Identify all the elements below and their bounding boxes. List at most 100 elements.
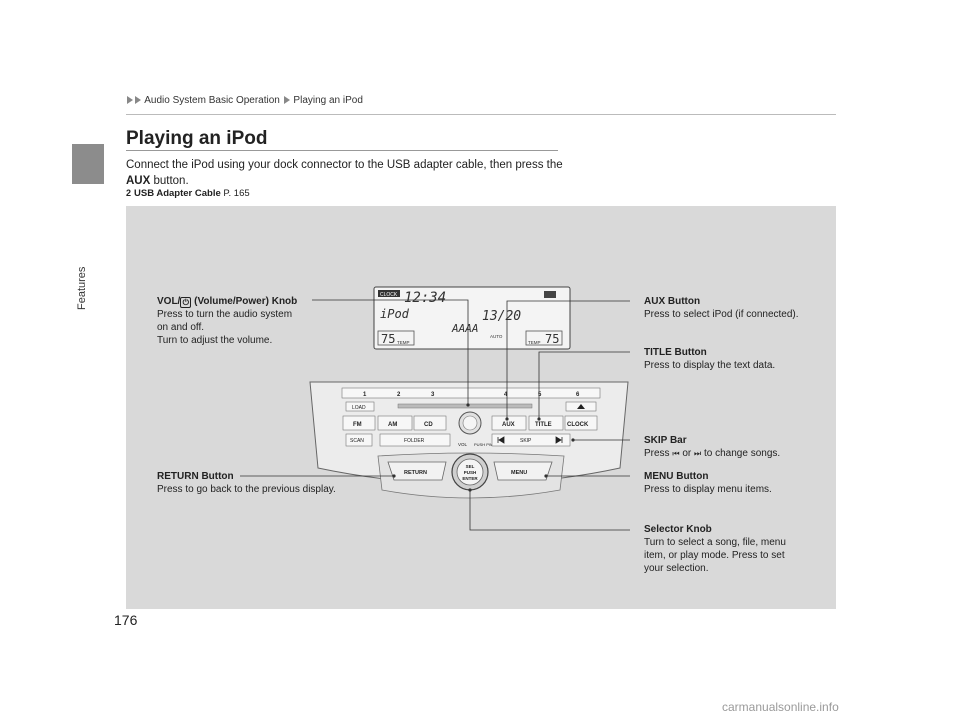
load-button[interactable]	[345, 401, 375, 412]
preset-2-button[interactable]: 2	[397, 392, 401, 398]
callout-aux-button: AUX Button Press to select iPod (if conn…	[644, 295, 829, 321]
am-button[interactable]	[377, 415, 413, 431]
selector-knob-cap	[456, 458, 484, 486]
temp-left-label: TEMP	[397, 340, 410, 345]
temp-right-box	[525, 330, 563, 346]
auto-label: AUTO	[490, 334, 503, 339]
clock-tag-bg	[378, 290, 400, 297]
menu-button[interactable]	[493, 461, 553, 481]
folder-bar[interactable]	[379, 433, 451, 447]
display-indicator-icon	[544, 291, 556, 298]
preset-5-button[interactable]: 5	[538, 392, 542, 398]
callout-title: Selector Knob	[644, 524, 712, 535]
watermark: carmanualsonline.info	[722, 700, 839, 714]
cd-button[interactable]	[413, 415, 447, 431]
skip-back-icon	[497, 436, 505, 444]
clock-tag: CLOCK	[380, 292, 398, 298]
display-track: 13/20	[482, 309, 521, 324]
callout-title: AUX Button	[644, 296, 701, 307]
title-rule	[126, 150, 558, 151]
callout-title: RETURN Button	[157, 471, 234, 482]
intro-button-word: AUX	[126, 175, 151, 187]
load-label: LOAD	[352, 405, 366, 411]
preset-1-button[interactable]: 1	[363, 392, 367, 398]
skip-back-icon: ⏮	[672, 449, 680, 458]
callout-line: on and off.	[157, 322, 205, 333]
intro-text: Connect the iPod using your dock connect…	[126, 159, 563, 171]
pwr-label: PUSH PWR	[474, 442, 496, 447]
callout-menu-button: MENU Button Press to display menu items.	[644, 470, 829, 496]
callout-line: Press to turn the audio system	[157, 309, 293, 320]
preset-6-button[interactable]: 6	[576, 392, 580, 398]
breadcrumb-item[interactable]: Playing an iPod	[293, 95, 363, 106]
callout-line: Press ⏮ or ⏭ to change songs.	[644, 447, 829, 460]
page-title: Playing an iPod	[126, 128, 268, 149]
temp-right: 75	[545, 332, 559, 346]
intro-text-end: button.	[153, 175, 189, 187]
callout-line: item, or play mode. Press to set	[644, 550, 785, 561]
reference-arrow-icon: 2	[126, 188, 132, 198]
callout-line: Press to display menu items.	[644, 484, 772, 495]
breadcrumb-item[interactable]: Audio System Basic Operation	[144, 95, 280, 106]
disc-slot	[397, 403, 533, 409]
temp-right-label: TEMP	[528, 340, 541, 345]
callout-title: TITLE Button	[644, 347, 707, 358]
vol-label: VOL	[458, 442, 468, 447]
scan-button[interactable]	[345, 433, 373, 447]
callout-line: Press to display the text data.	[644, 360, 776, 371]
callout-text: Press	[644, 448, 670, 459]
temp-left-box	[377, 330, 415, 346]
skip-label: SKIP	[520, 438, 532, 444]
callout-line: Turn to adjust the volume.	[157, 335, 273, 346]
header-rule	[126, 114, 836, 115]
skip-forward-icon: ⏭	[694, 449, 702, 458]
aux-button[interactable]	[491, 415, 527, 431]
display-time: 12:34	[404, 290, 446, 306]
scan-label: SCAN	[350, 438, 364, 444]
title-label: TITLE	[535, 422, 552, 428]
intro-paragraph: Connect the iPod using your dock connect…	[126, 157, 566, 189]
preset-4-button[interactable]: 4	[504, 392, 508, 398]
skip-forward-icon	[555, 436, 563, 444]
callout-line: your selection.	[644, 563, 709, 574]
skip-bar[interactable]	[491, 433, 571, 447]
callout-selector-knob: Selector Knob Turn to select a song, fil…	[644, 523, 829, 575]
fm-button[interactable]	[342, 415, 376, 431]
display-source: iPod	[380, 307, 410, 321]
callout-volume-knob: VOL/⏻ (Volume/Power) Knob Press to turn …	[157, 295, 327, 347]
preset-3-button[interactable]: 3	[431, 392, 435, 398]
clock-button[interactable]	[564, 415, 598, 431]
preset-strip	[341, 387, 601, 399]
fm-label: FM	[353, 422, 362, 428]
display-song: AAAA	[451, 322, 479, 335]
callout-text: or	[682, 448, 692, 459]
menu-label: MENU	[511, 470, 527, 476]
return-label: RETURN	[404, 470, 427, 476]
callout-title: VOL/⏻ (Volume/Power) Knob	[157, 296, 298, 308]
callout-text: to change songs.	[704, 448, 781, 459]
callout-title: SKIP Bar	[644, 435, 687, 446]
leader-lines	[240, 299, 630, 531]
cd-label: CD	[424, 422, 433, 428]
xref-page: P. 165	[223, 188, 250, 199]
return-button[interactable]	[387, 461, 447, 481]
xref-label: USB Adapter Cable	[134, 188, 221, 199]
callout-line: Press to select iPod (if connected).	[644, 309, 799, 320]
breadcrumb-arrow-icon	[127, 96, 133, 104]
folder-label: FOLDER	[404, 438, 425, 444]
breadcrumb-arrow-icon	[283, 96, 290, 104]
push-label: PUSH	[464, 470, 477, 475]
breadcrumb: Audio System Basic Operation Playing an …	[126, 95, 363, 106]
callout-line: Turn to select a song, file, menu	[644, 537, 786, 548]
callout-return-button: RETURN Button Press to go back to the pr…	[157, 470, 377, 496]
clock-label: CLOCK	[567, 422, 589, 428]
callout-skip-bar: SKIP Bar Press ⏮ or ⏭ to change songs.	[644, 434, 829, 460]
callout-line: Press to go back to the previous display…	[157, 484, 336, 495]
aux-label: AUX	[502, 422, 515, 428]
callout-title: MENU Button	[644, 471, 709, 482]
breadcrumb-arrow-icon	[135, 96, 141, 104]
enter-label: ENTER	[462, 476, 478, 481]
display-screen	[373, 286, 571, 350]
